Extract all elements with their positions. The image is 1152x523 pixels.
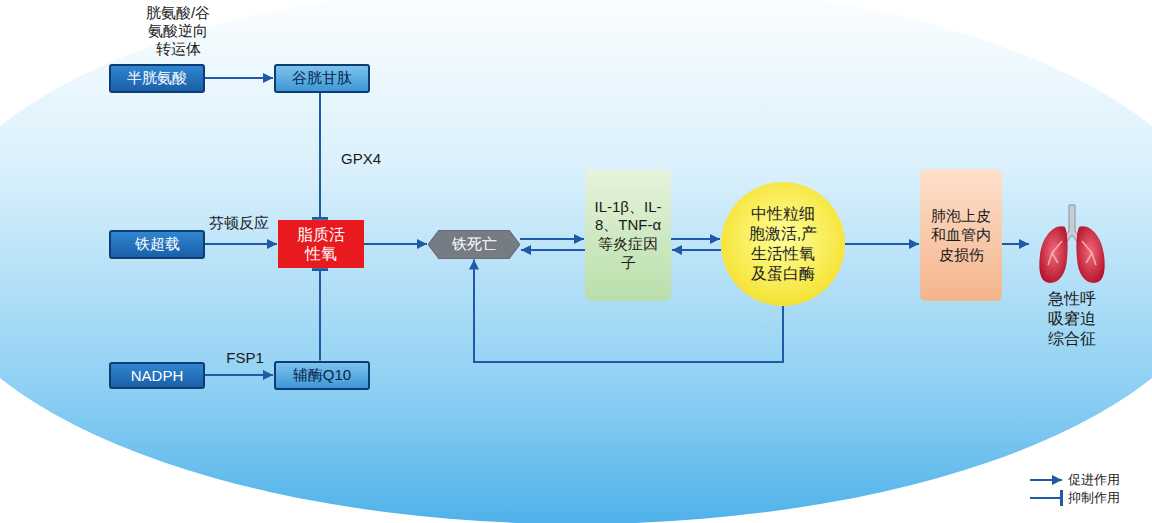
legend-text: 促进作用 (1068, 471, 1120, 489)
promote-connector (205, 77, 273, 79)
node-text: 肺泡上皮和血管内皮损伤 (929, 206, 993, 265)
node-text: 脂质活性氧 (295, 225, 347, 263)
ferroptosis-hexagon: 铁死亡 (428, 230, 520, 259)
promote-connector (845, 243, 919, 245)
node-text: 铁超载 (135, 235, 180, 254)
legend-promote-sample (1030, 479, 1062, 481)
promote-connector (205, 243, 277, 245)
edge-label: 芬顿反应 (204, 214, 274, 232)
promote-connector (520, 238, 584, 240)
lipid-ros-box: 脂质活性氧 (278, 220, 364, 268)
edge-label: GPX4 (336, 150, 386, 168)
promote-connector (364, 243, 427, 245)
edge-label: 胱氨酸/谷氨酸逆向转运体 (145, 4, 211, 58)
lung-node: 急性呼吸窘迫综合征 (1030, 201, 1114, 363)
lung-illustration (1036, 201, 1108, 289)
legend-text: 抑制作用 (1068, 489, 1120, 507)
node-text: 急性呼吸窘迫综合征 (1046, 289, 1098, 349)
node-text: 铁死亡 (452, 235, 497, 254)
input-box: NADPH (109, 362, 205, 389)
neutrophil-circle: 中性粒细胞激活,产生活性氧及蛋白酶 (721, 182, 845, 306)
promote-connector (205, 374, 273, 376)
inhibit-connector (319, 93, 321, 219)
injury-box: 肺泡上皮和血管内皮损伤 (920, 169, 1002, 301)
input-box: 半胱氨酸 (109, 64, 205, 93)
node-text: NADPH (131, 367, 184, 384)
node-text: 中性粒细胞激活,产生活性氧及蛋白酶 (748, 204, 818, 284)
promote-connector (671, 238, 720, 240)
legend-inhibit-sample (1030, 497, 1062, 499)
node-text: 半胱氨酸 (127, 69, 187, 88)
inhibit-connector (319, 269, 321, 360)
cytokine-box: IL-1β、IL-8、TNF-α等炎症因子 (585, 169, 671, 301)
node-text: 谷胱甘肽 (292, 69, 352, 88)
node-text: IL-1β、IL-8、TNF-α等炎症因子 (594, 198, 662, 273)
node-text: 辅酶Q10 (293, 366, 351, 385)
promote-connector (521, 249, 585, 251)
metabolite-box: 谷胱甘肽 (274, 64, 370, 93)
input-box: 铁超载 (109, 230, 205, 259)
promote-connector (672, 249, 721, 251)
edge-label: FSP1 (220, 349, 270, 367)
metabolite-box: 辅酶Q10 (274, 361, 370, 390)
promote-connector (1002, 243, 1029, 245)
